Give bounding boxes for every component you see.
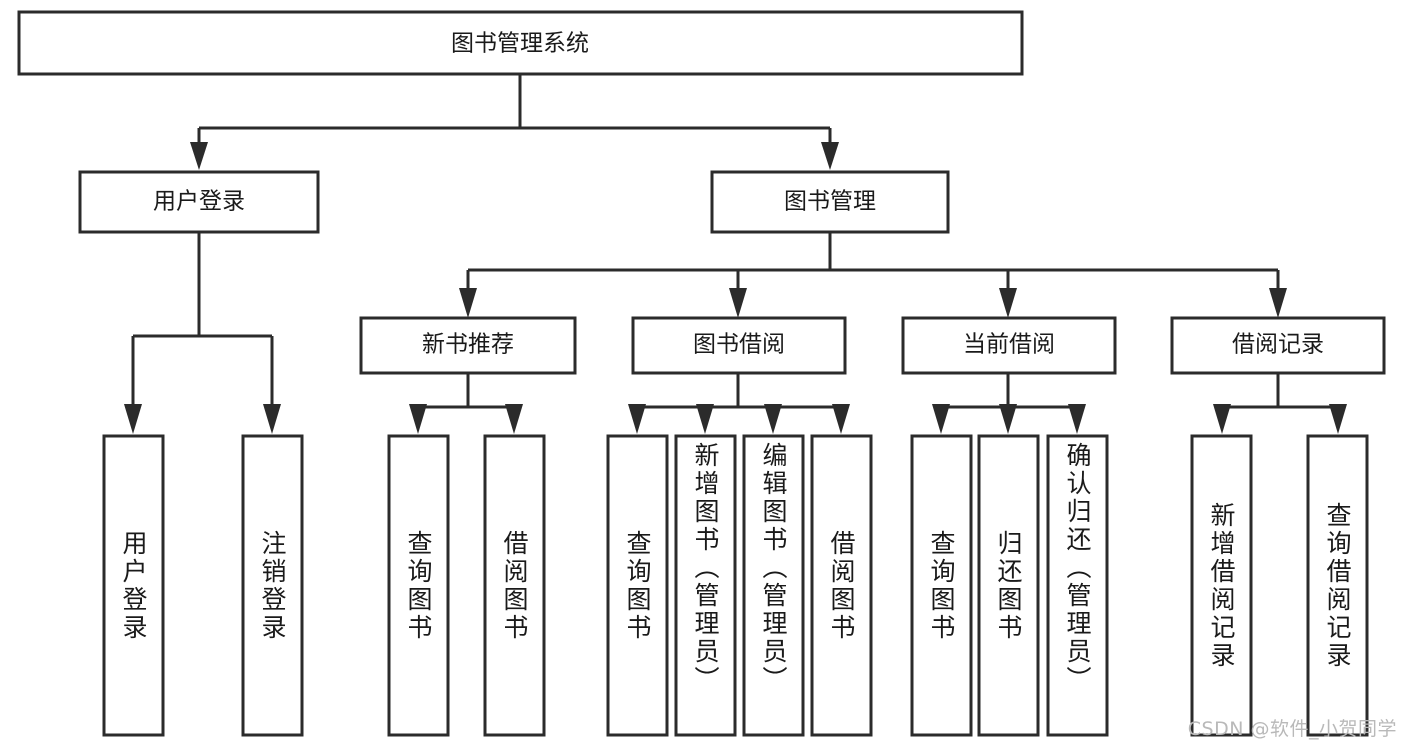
node-current-borrow-box[interactable] (901, 316, 1117, 375)
arrow-br-0 (1213, 404, 1231, 434)
leaf-box-cb-0[interactable] (910, 434, 973, 737)
csdn-watermark: CSDN @软件_小贺同学 (1187, 718, 1397, 740)
connector-group (124, 74, 1347, 434)
node-book-manage-box[interactable] (710, 170, 950, 234)
node-root[interactable]: 图书管理系统 (17, 10, 1024, 76)
node-book-borrow-label: 图书借阅 (693, 332, 785, 358)
leaf-box-nbr-0[interactable] (387, 434, 450, 737)
arrow-bb-3 (832, 404, 850, 434)
node-borrow-record-label: 借阅记录 (1232, 332, 1324, 358)
leaf-box-bb-1[interactable] (674, 434, 737, 737)
arrow-nbr-0 (409, 404, 427, 434)
node-new-book-recommend[interactable]: 新书推荐 (359, 316, 577, 375)
arrow-l2-0 (459, 288, 477, 318)
leaf-box-br-1[interactable] (1306, 434, 1369, 737)
arrow-l2-2 (999, 288, 1017, 318)
arrow-bb-0 (628, 404, 646, 434)
arrow-bb-2 (764, 404, 782, 434)
arrow-l2-1 (729, 288, 747, 318)
node-current-borrow-label: 当前借阅 (963, 332, 1055, 358)
node-root-label: 图书管理系统 (451, 31, 589, 57)
arrow-book-manage (821, 142, 839, 170)
node-root-box[interactable] (17, 10, 1024, 76)
node-borrow-record[interactable]: 借阅记录 (1170, 316, 1386, 375)
leaf-box-br-0[interactable] (1190, 434, 1253, 737)
leaf-box-nbr-1[interactable] (483, 434, 546, 737)
arrow-ul-0 (124, 404, 142, 434)
node-new-book-recommend-box[interactable] (359, 316, 577, 375)
node-book-manage-label: 图书管理 (784, 189, 876, 215)
arrow-cb-2 (1068, 404, 1086, 434)
node-borrow-record-box[interactable] (1170, 316, 1386, 375)
node-user-login[interactable]: 用户登录 (78, 170, 320, 234)
leaf-box-cb-2[interactable] (1046, 434, 1109, 737)
leaf-box-user-login-1[interactable] (241, 434, 304, 737)
node-current-borrow[interactable]: 当前借阅 (901, 316, 1117, 375)
node-book-borrow[interactable]: 图书借阅 (631, 316, 847, 375)
node-user-login-label: 用户登录 (153, 189, 245, 215)
node-book-manage[interactable]: 图书管理 (710, 170, 950, 234)
leaf-box-bb-2[interactable] (742, 434, 805, 737)
arrow-br-1 (1329, 404, 1347, 434)
node-book-borrow-box[interactable] (631, 316, 847, 375)
node-user-login-box[interactable] (78, 170, 320, 234)
arrow-user-login (190, 142, 208, 170)
arrow-ul-1 (263, 404, 281, 434)
leaf-box-cb-1[interactable] (977, 434, 1040, 737)
arrow-nbr-1 (505, 404, 523, 434)
leaf-box-bb-0[interactable] (606, 434, 669, 737)
node-new-book-recommend-label: 新书推荐 (422, 332, 514, 358)
arrow-cb-0 (932, 404, 950, 434)
arrow-l2-3 (1269, 288, 1287, 318)
arrow-bb-1 (696, 404, 714, 434)
leaf-box-user-login-0[interactable] (102, 434, 165, 737)
arrow-cb-1 (999, 404, 1017, 434)
leaf-box-bb-3[interactable] (810, 434, 873, 737)
